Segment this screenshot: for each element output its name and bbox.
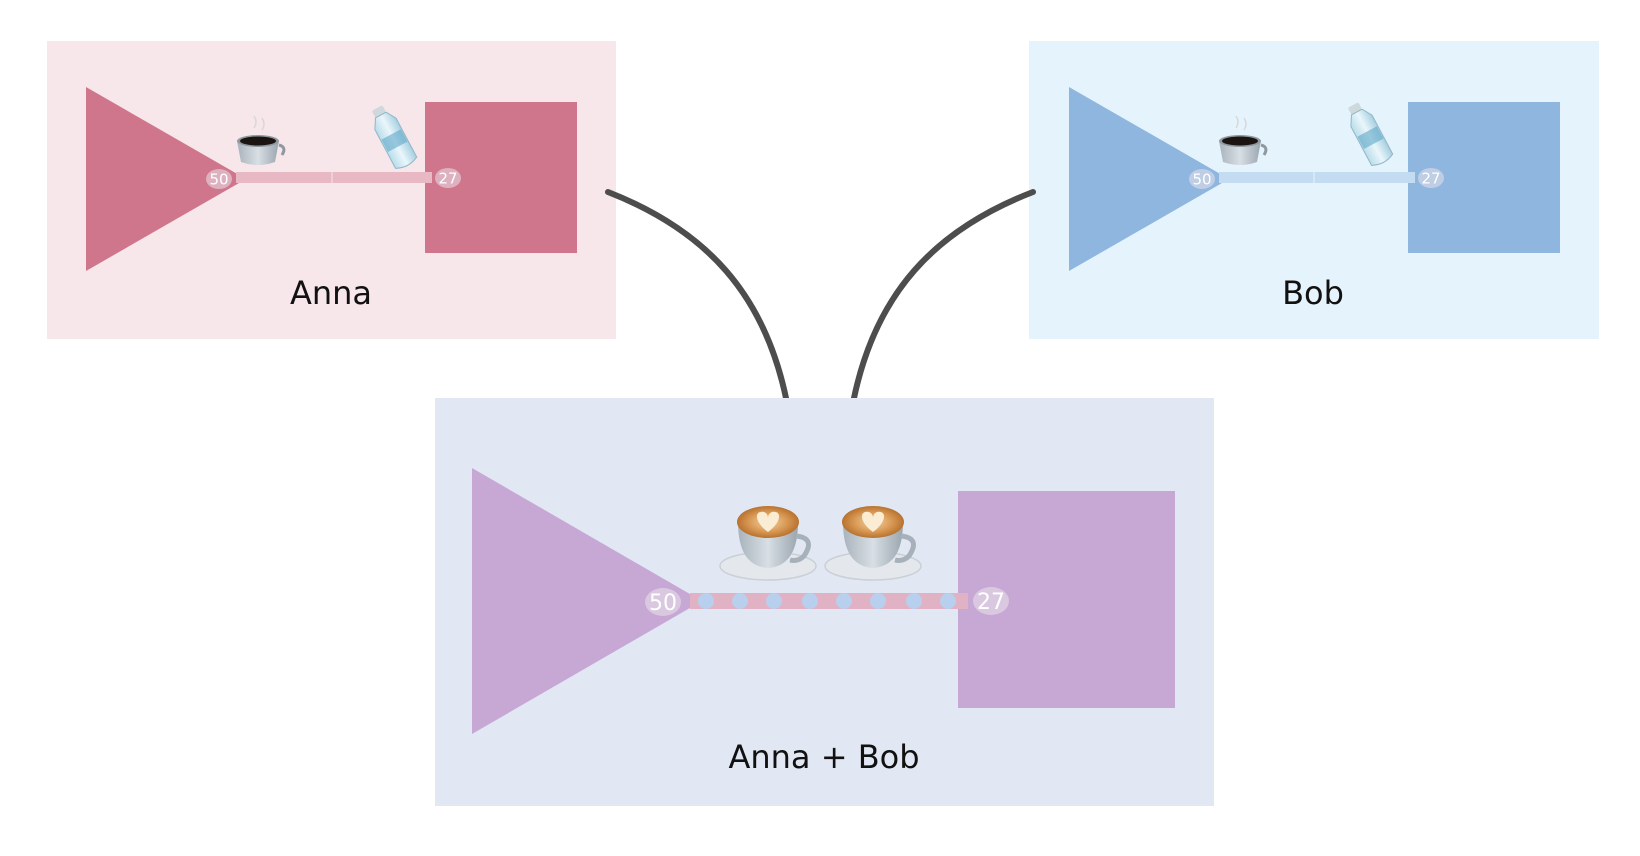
combined-source-badge: 50 <box>645 588 681 616</box>
coffee-cup-icon <box>1219 115 1268 165</box>
flow-dot <box>870 593 886 609</box>
anna-label: Anna <box>290 274 372 312</box>
combined-flow-line-base <box>690 593 968 609</box>
bob-target-badge-bg <box>1418 168 1444 188</box>
bob-source-triangle <box>1069 87 1229 271</box>
anna-target-badge-bg <box>435 168 461 188</box>
latte-cup-icon <box>719 506 817 581</box>
latte-cup-icon <box>824 506 922 581</box>
flow-dot <box>836 593 852 609</box>
bob-label: Bob <box>1282 274 1344 312</box>
flow-dot <box>940 593 956 609</box>
bob-source-badge-bg <box>1189 169 1215 189</box>
combined-panel: 50 27 Anna + Bob <box>435 398 1214 806</box>
anna-source-badge-bg <box>206 169 232 189</box>
bob-target-value: 27 <box>1421 170 1440 188</box>
anna-target-badge: 27 <box>435 168 461 188</box>
anna-target-value: 27 <box>438 170 457 188</box>
combined-target-badge-bg <box>973 587 1009 615</box>
anna-source-badge: 50 <box>206 169 232 189</box>
bob-source-badge: 50 <box>1189 169 1215 189</box>
combined-source-badge-bg <box>645 588 681 616</box>
bob-target-badge: 27 <box>1418 168 1444 188</box>
anna-source-value: 50 <box>209 171 228 189</box>
anna-source-triangle <box>86 87 246 271</box>
bob-to-combined-arrow <box>847 189 1036 423</box>
combined-flow-dots <box>698 593 956 609</box>
anna-panel: 50 27 Anna <box>47 41 616 339</box>
flow-dot <box>906 593 922 609</box>
water-bottle-icon <box>372 105 418 169</box>
combined-target-value: 27 <box>977 590 1005 615</box>
bob-flow-line <box>1219 172 1415 183</box>
combined-label: Anna + Bob <box>728 738 919 776</box>
flow-dot <box>732 593 748 609</box>
flow-dot <box>802 593 818 609</box>
anna-to-combined-arrow <box>605 189 793 423</box>
flow-dot <box>698 593 714 609</box>
combined-target-badge: 27 <box>973 587 1009 615</box>
combined-source-triangle <box>472 468 702 734</box>
coffee-cup-icon <box>237 115 286 165</box>
combined-flow-line <box>690 593 968 609</box>
water-bottle-icon <box>1348 102 1394 166</box>
flow-dot <box>766 593 782 609</box>
anna-flow-line <box>236 172 432 183</box>
bob-source-value: 50 <box>1192 171 1211 189</box>
combined-source-value: 50 <box>649 591 677 616</box>
bob-panel: 50 27 Bob <box>1029 41 1599 339</box>
